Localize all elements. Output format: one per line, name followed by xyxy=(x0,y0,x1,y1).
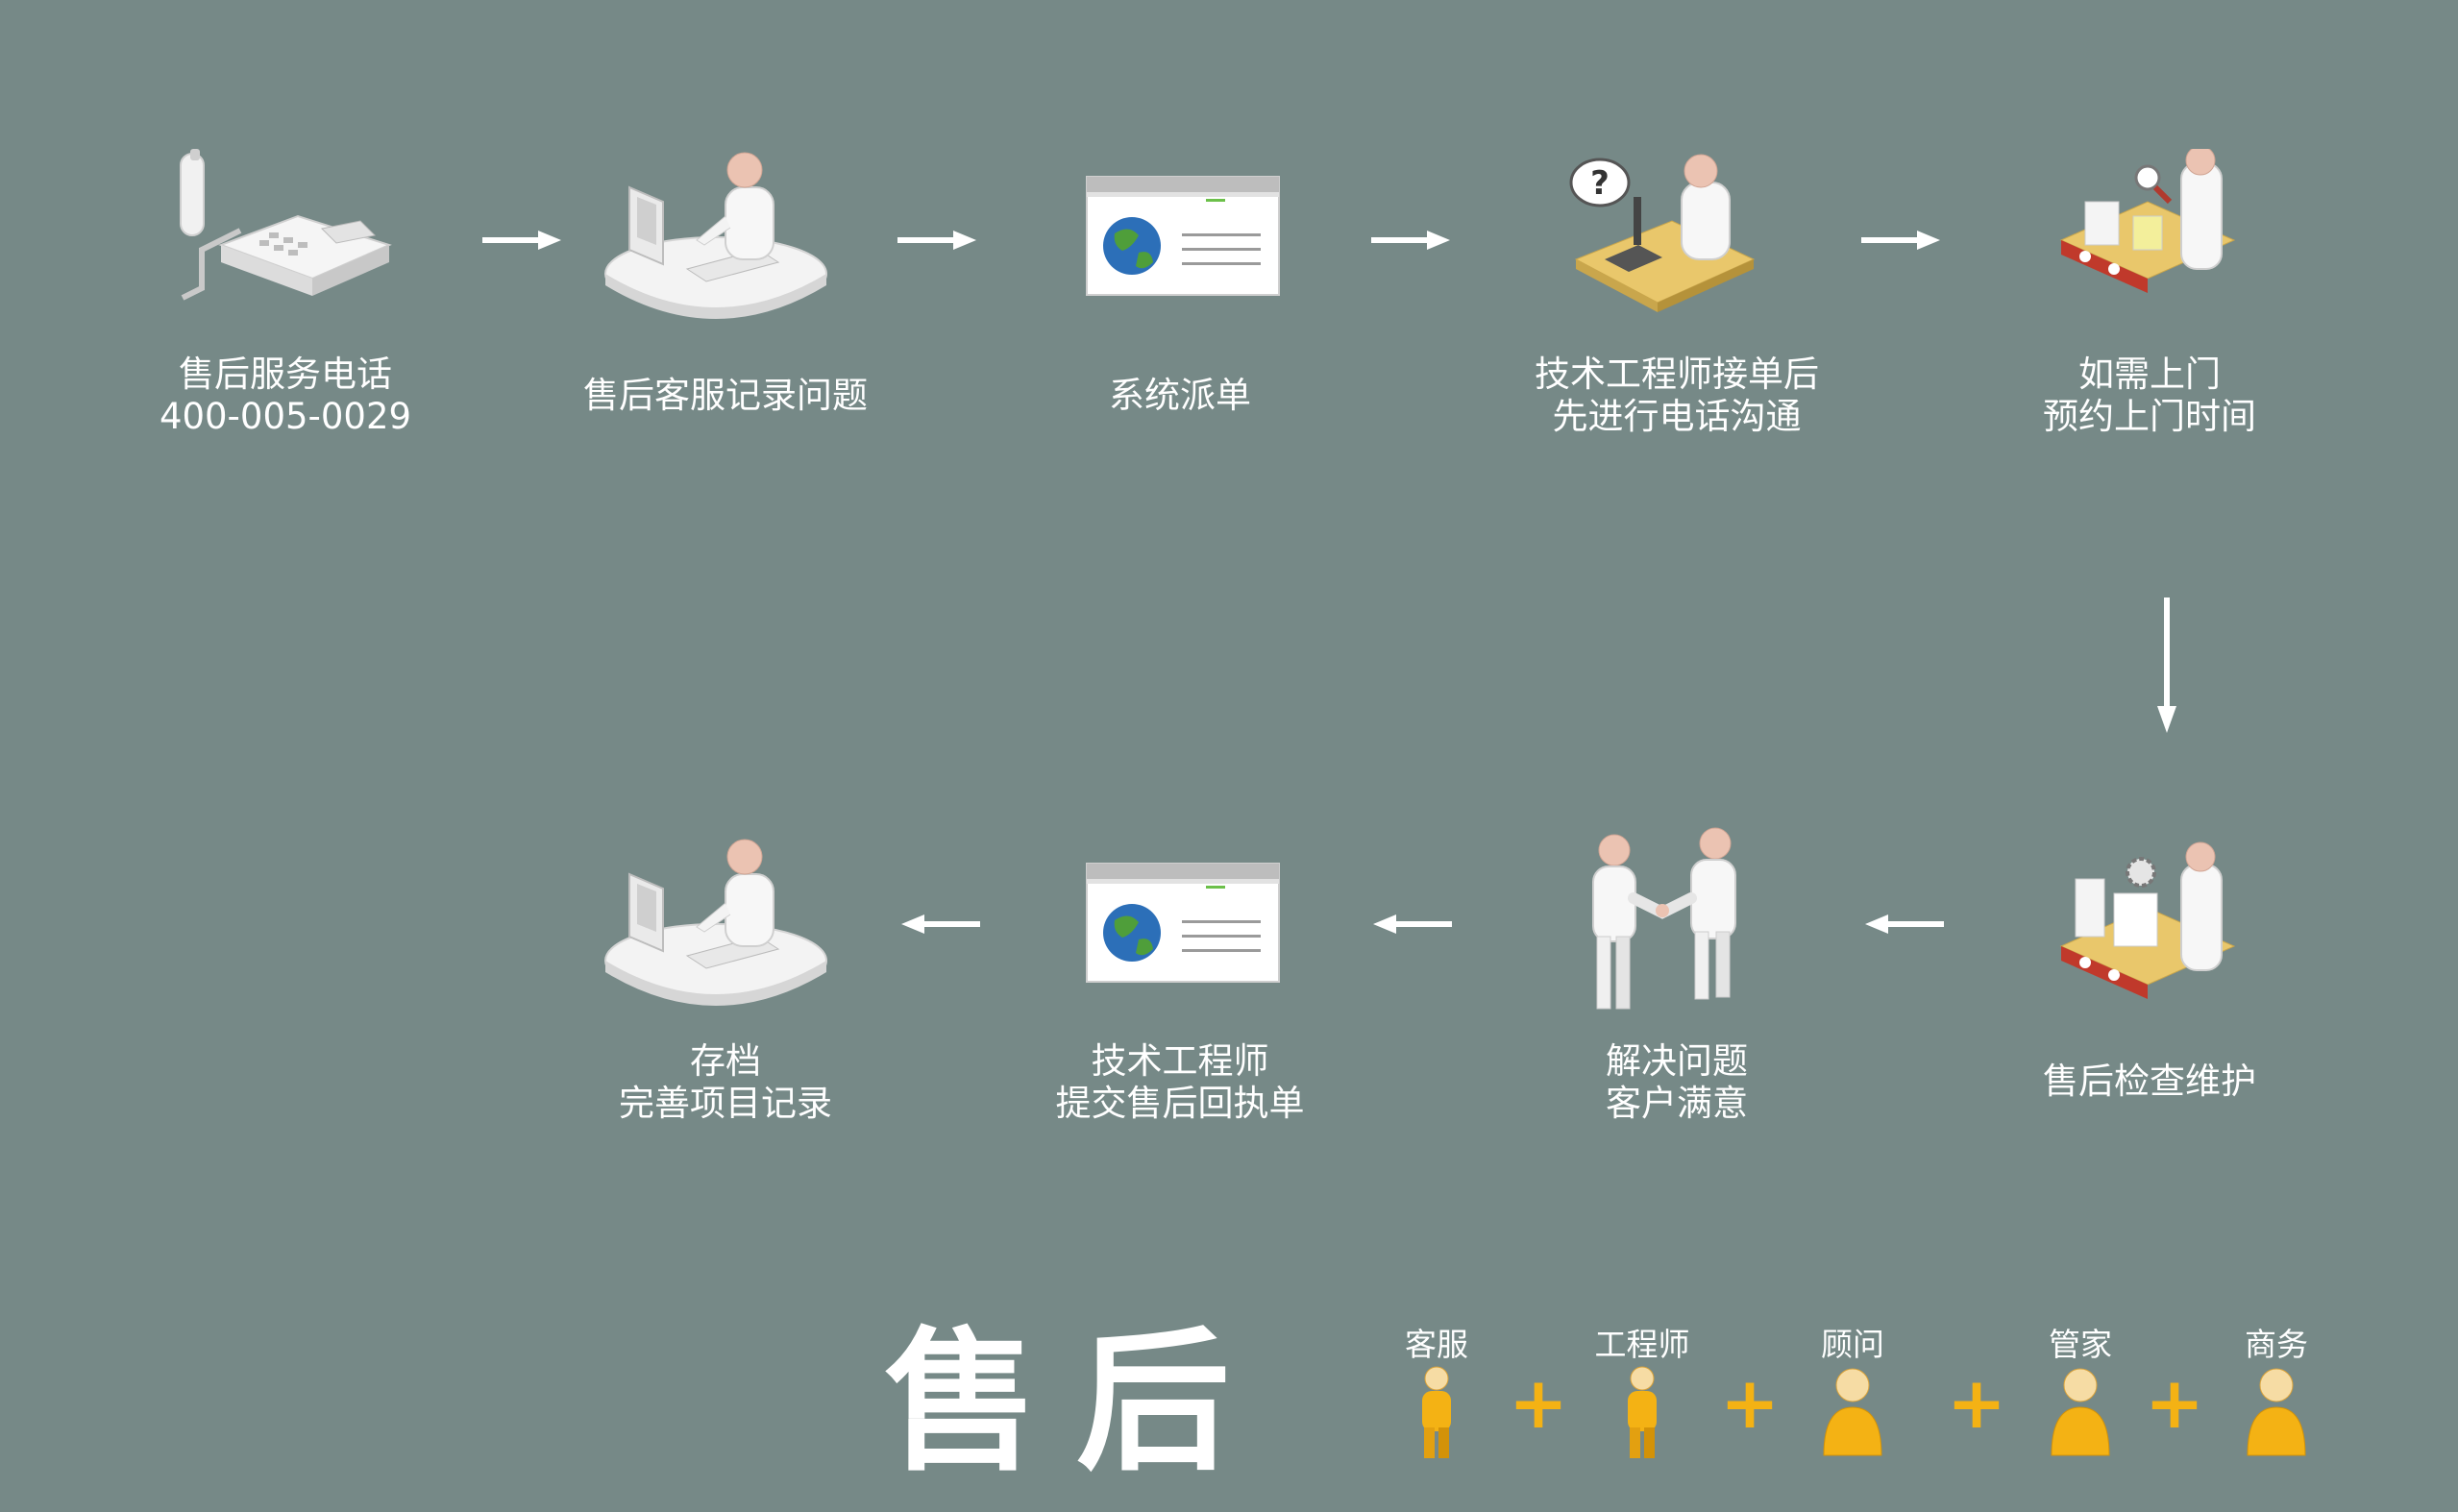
role-label: 管家 xyxy=(2049,1326,2112,1363)
service-desk-icon xyxy=(604,839,827,1006)
person-icon xyxy=(1628,1366,1657,1458)
web-window-icon xyxy=(1086,863,1280,983)
person-icon xyxy=(1422,1366,1451,1458)
arrow-left-icon xyxy=(901,915,980,934)
user-bust-icon xyxy=(2247,1368,2306,1456)
arrow-left-icon xyxy=(1865,915,1944,934)
role-consultant: 顾问 xyxy=(1776,1326,1930,1464)
step-label-solved: 解决问题客户满意 xyxy=(1606,1040,1748,1124)
service-desk-icon xyxy=(604,152,827,319)
user-bust-icon xyxy=(1823,1368,1882,1456)
plus-sign: + xyxy=(1720,1362,1781,1445)
plus-sign: + xyxy=(1947,1362,2007,1445)
step-label-dispatch: 系统派单 xyxy=(1109,375,1251,416)
step-label-record: 售后客服记录问题 xyxy=(583,375,868,416)
inspection-line-icon xyxy=(2059,149,2236,293)
maintenance-line-icon xyxy=(2059,841,2236,999)
handshake-icon xyxy=(1592,827,1736,1010)
arrow-right-icon xyxy=(482,231,561,250)
svg-text:?: ? xyxy=(1590,164,1610,203)
arrow-left-icon xyxy=(1373,915,1452,934)
telephone-icon xyxy=(180,149,392,301)
step-label-maintain: 售后检查维护 xyxy=(2043,1061,2256,1102)
user-bust-icon xyxy=(2051,1368,2110,1456)
role-label: 客服 xyxy=(1405,1326,1468,1363)
arrow-right-icon xyxy=(1861,231,1940,250)
web-window-icon xyxy=(1086,176,1280,296)
role-housekeeper: 管家 xyxy=(2003,1326,2157,1464)
engineer-phone-icon: ? xyxy=(1569,154,1756,312)
step-label-archive: 存档完善项目记录 xyxy=(619,1040,832,1124)
arrow-down-icon xyxy=(2157,597,2176,733)
page-title: 售后 xyxy=(884,1312,1269,1492)
step-label-receipt: 技术工程师提交售后回执单 xyxy=(1055,1040,1305,1124)
role-label: 工程师 xyxy=(1594,1326,1690,1363)
arrow-right-icon xyxy=(1371,231,1450,250)
plus-sign: + xyxy=(2145,1362,2205,1445)
role-engineer: 工程师 xyxy=(1565,1326,1719,1464)
step-label-visit: 如需上门预约上门时间 xyxy=(2043,354,2256,437)
role-customer-service: 客服 xyxy=(1360,1326,1513,1464)
role-label: 商务 xyxy=(2245,1326,2308,1363)
role-label: 顾问 xyxy=(1821,1326,1884,1363)
plus-sign: + xyxy=(1509,1362,1569,1445)
step-label-call: 技术工程师接单后先进行电话沟通 xyxy=(1535,354,1819,437)
arrow-right-icon xyxy=(897,231,976,250)
role-business: 商务 xyxy=(2200,1326,2353,1464)
